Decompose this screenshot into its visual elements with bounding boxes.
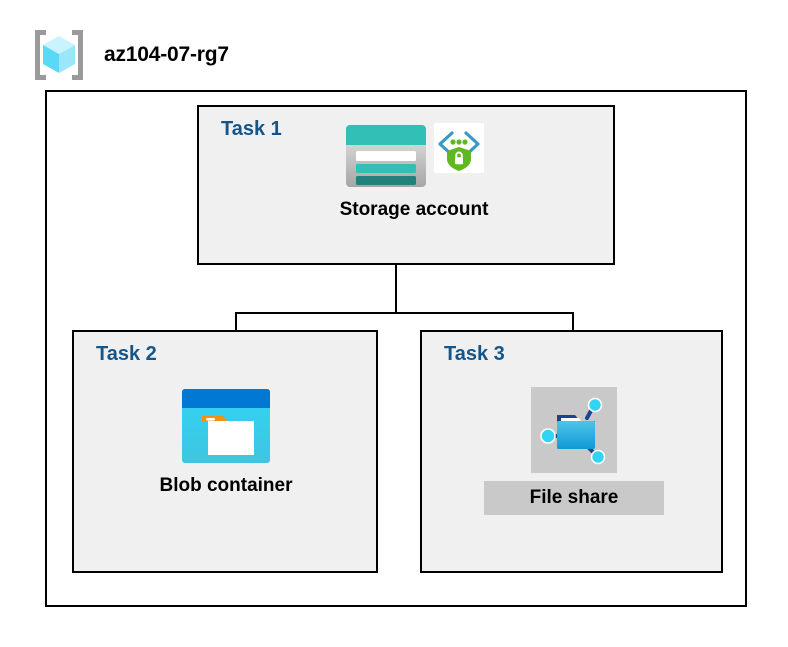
- resource-group-name: az104-07-rg7: [104, 43, 229, 66]
- task-2-label: Task 2: [96, 343, 157, 365]
- task-2-box[interactable]: Task 2: [72, 330, 378, 573]
- file-share-icon: [531, 387, 617, 473]
- task-3-label: Task 3: [444, 343, 505, 365]
- file-share-caption: File share: [483, 481, 665, 515]
- node-storage-account[interactable]: Storage account: [294, 123, 534, 223]
- storage-security-shield-icon: [434, 123, 484, 173]
- blob-container-caption: Blob container: [159, 475, 293, 496]
- task-1-label: Task 1: [221, 118, 282, 140]
- connector-horizontal-branch: [235, 312, 574, 314]
- blob-container-icon: [180, 387, 272, 465]
- storage-account-icon: [344, 123, 428, 189]
- node-file-share[interactable]: File share: [464, 387, 684, 515]
- connector-storage-to-branch: [395, 265, 397, 314]
- resource-group-cube-icon: [30, 26, 88, 84]
- task-3-box[interactable]: Task 3: [420, 330, 723, 573]
- node-blob-container[interactable]: Blob container: [116, 387, 336, 499]
- resource-group-header: az104-07-rg7: [30, 26, 229, 84]
- task-1-box[interactable]: Task 1: [197, 105, 615, 265]
- storage-account-caption: Storage account: [339, 199, 489, 220]
